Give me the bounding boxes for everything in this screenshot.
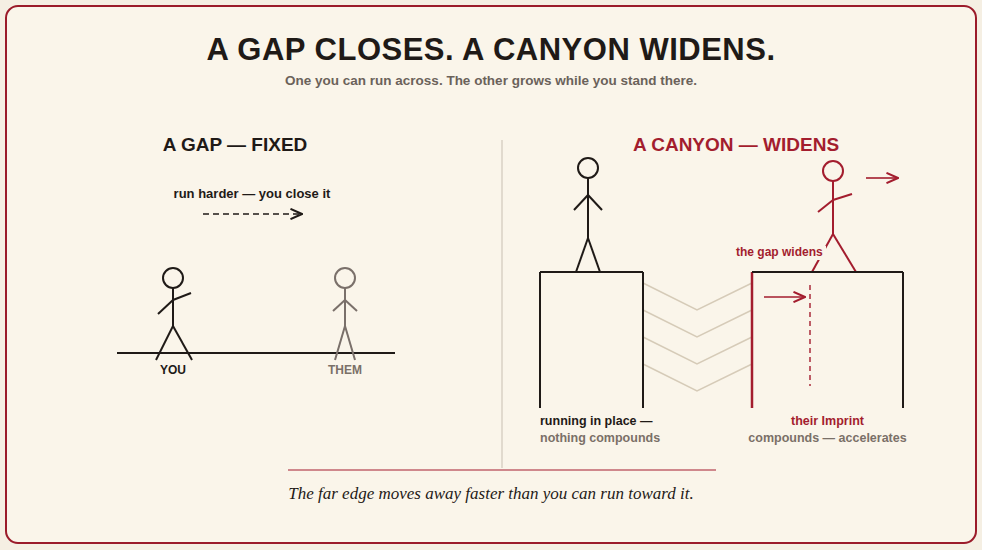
- edge-marker: [809, 285, 810, 386]
- zigzag-line: [643, 283, 752, 310]
- figure-leg: [173, 326, 192, 360]
- subtitle: One you can run across. The other grows …: [285, 73, 697, 89]
- cliff-label: their Imprint: [791, 414, 864, 428]
- figure-leg: [345, 326, 355, 360]
- figure-leg: [833, 234, 856, 272]
- cliff-outline: [752, 272, 903, 408]
- figure-label: THEM: [328, 364, 362, 378]
- figure-arm: [574, 195, 588, 210]
- cliff-label: running in place —: [540, 414, 653, 428]
- arrow-label: run harder — you close it: [174, 187, 331, 202]
- zigzag-line: [643, 310, 752, 337]
- figure-head: [578, 158, 598, 178]
- cliff-edge: running in place —nothing compounds: [540, 272, 643, 408]
- stick-figure-you: [156, 268, 192, 360]
- figure-arm: [333, 300, 345, 311]
- figure-leg: [588, 238, 600, 272]
- frame: [6, 6, 976, 543]
- figure-leg: [576, 238, 588, 272]
- figure-head: [163, 268, 183, 288]
- stick-figure-still: [574, 158, 602, 272]
- figure-leg: [156, 326, 173, 360]
- figure-arm: [833, 194, 852, 200]
- caption: The far edge moves away faster than you …: [288, 484, 693, 504]
- panel-heading: A GAP — FIXED: [163, 134, 308, 156]
- figure-arm: [345, 300, 357, 311]
- zigzag-line: [643, 364, 752, 391]
- figure-arm: [158, 300, 173, 314]
- cliff-outline: [540, 272, 643, 408]
- dashed-arrow: [203, 213, 302, 215]
- figure-arm: [588, 195, 602, 210]
- cliff-top: [540, 271, 643, 273]
- figure-label: YOU: [160, 364, 186, 378]
- figure-arm: [173, 293, 191, 300]
- motion-arrow: [866, 177, 898, 179]
- cliff-wall: [751, 272, 754, 408]
- divider: [501, 140, 503, 468]
- cliff-edge: their Imprintcompounds — accelerates: [752, 272, 903, 408]
- cliff-top: [752, 271, 903, 273]
- stick-figure-them: [333, 268, 357, 360]
- widening-arrow: [764, 296, 805, 298]
- canyon-zigzag: [643, 283, 752, 391]
- cliff-wall: [902, 272, 904, 408]
- cliff-wall: [642, 272, 644, 408]
- title: A GAP CLOSES. A CANYON WIDENS.: [206, 32, 775, 68]
- figure-body: [832, 181, 834, 234]
- caption-rule: [288, 469, 716, 470]
- figure-body: [172, 288, 174, 326]
- figure-head: [823, 161, 843, 181]
- panel-heading: A CANYON — WIDENS: [633, 134, 839, 156]
- figure-body: [344, 288, 346, 326]
- zigzag-line: [643, 337, 752, 364]
- cliff-wall: [539, 272, 541, 408]
- figure-leg: [335, 326, 345, 360]
- figure-head: [335, 268, 355, 288]
- cliff-note: compounds — accelerates: [748, 431, 906, 445]
- cliff-note: nothing compounds: [540, 431, 660, 445]
- figure-arm: [818, 200, 833, 212]
- figure-body: [587, 178, 589, 238]
- callout-label: the gap widens: [733, 246, 826, 260]
